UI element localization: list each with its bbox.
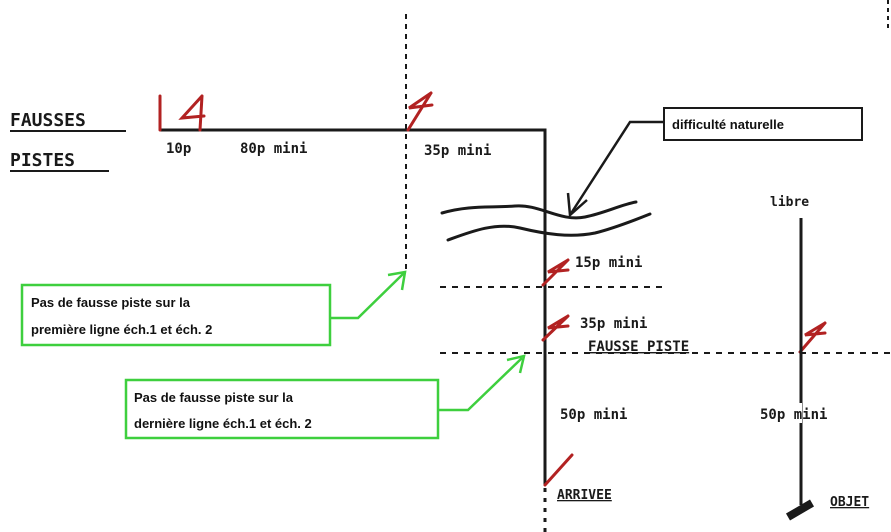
free-label: libre xyxy=(770,195,809,210)
main-track xyxy=(160,128,547,485)
natural-difficulty-box xyxy=(663,107,863,141)
last-line-callout-box xyxy=(124,378,440,440)
last-line-callout-arrow xyxy=(438,357,523,412)
first-line-callout-box xyxy=(20,283,332,347)
first-line-callout-arrowhead xyxy=(387,270,407,291)
arrival-marker xyxy=(543,453,574,487)
last-line-callout-text-2: dernière ligne éch.1 et éch. 2 xyxy=(134,416,312,431)
dist-50p: 50p mini xyxy=(560,407,627,423)
title-line-1: FAUSSES xyxy=(10,110,86,131)
dist-15p: 15p mini xyxy=(575,255,642,271)
free-dist-label: 50p mini xyxy=(760,407,827,423)
corner-marker-fausse xyxy=(798,321,827,354)
arrival-label: ARRIVEE xyxy=(557,488,612,503)
natural-difficulty-arrow xyxy=(568,120,664,216)
dist-35p: 35p mini xyxy=(580,316,647,332)
corner-marker-35p xyxy=(541,314,570,342)
natural-difficulty-waves xyxy=(440,200,652,242)
corner-marker-15p xyxy=(541,258,570,287)
first-line-callout-text-2: première ligne éch.1 et éch. 2 xyxy=(31,322,212,337)
title-line-2: PISTES xyxy=(10,150,75,171)
corner-marker-top xyxy=(406,91,434,132)
free-dist-bg xyxy=(758,403,802,423)
last-line-callout-arrowhead xyxy=(506,354,526,374)
first-line-callout-text-1: Pas de fausse piste sur la xyxy=(31,295,191,310)
top-dist-35p: 35p mini xyxy=(424,143,491,159)
object-marker xyxy=(785,499,815,521)
object-label: OBJET xyxy=(830,495,869,510)
last-line-callout-text-1: Pas de fausse piste sur la xyxy=(134,390,294,405)
natural-difficulty-text: difficulté naturelle xyxy=(672,117,784,132)
natural-difficulty-arrowhead xyxy=(566,192,588,218)
start-marker xyxy=(158,94,206,132)
top-dist-80p: 80p mini xyxy=(240,141,307,157)
fausse-piste-label: FAUSSE PISTE xyxy=(588,339,689,355)
top-dist-10p: 10p xyxy=(166,141,191,157)
first-line-callout-arrow xyxy=(330,272,405,320)
